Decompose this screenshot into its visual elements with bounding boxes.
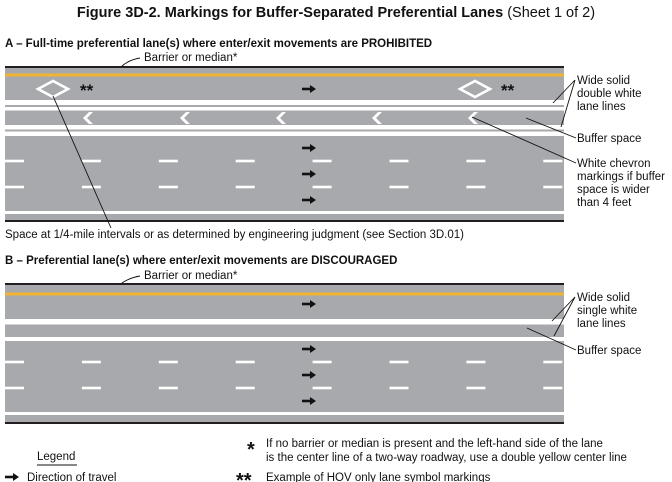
single-white-line-top [5,319,564,325]
lane-dash [5,360,24,364]
lane-dash [81,185,101,189]
figure-title-main: Figure 3D-2. Markings for Buffer-Separat… [77,5,503,21]
lane-dash [158,159,178,163]
hov-double-star-right: ** [501,81,515,100]
legend-heading: Legend [37,451,75,463]
section-a-roadway: ** ** [5,66,564,222]
double-lines-label-3: lane lines [577,101,626,113]
lane-dashes [5,159,563,189]
lane-dash [312,360,332,364]
spacing-leader [52,95,112,229]
lane-dash [235,386,255,390]
lane-dashes [5,360,563,390]
lane-dash [543,386,563,390]
note-star-line-1: If no barrier or median is present and t… [266,438,603,450]
hov-diamond-left [35,79,71,99]
double-white-line-top-2 [5,107,564,111]
lane-dash [389,360,409,364]
single-white-line-bottom [5,337,564,341]
section-a-barrier-label: Barrier or median* [144,52,238,64]
hov-diamond-right [457,79,493,99]
section-b-callouts: Wide solid single white lane lines Buffe… [526,292,641,357]
lane-dash [312,185,332,189]
lane-dash [389,386,409,390]
lane-dash [543,185,563,189]
single-lines-label-2: single white [577,305,637,317]
single-lines-label-1: Wide solid [577,292,630,304]
double-lines-leader [552,79,576,128]
lane-dash [81,159,101,163]
section-b-roadway [5,283,564,424]
lane-dash [235,185,255,189]
lane-dash [543,159,563,163]
chevron-marking [372,112,382,124]
chevron-label-4: than 4 feet [577,197,632,209]
chevron-label-2: markings if buffer [577,171,665,183]
lane-dash [466,159,486,163]
lane-dash [5,386,24,390]
double-white-line-top-1 [5,100,564,105]
lane-dash [158,185,178,189]
lane-dash [235,159,255,163]
section-a-heading: A – Full-time preferential lane(s) where… [5,38,432,50]
lane-dash [312,159,332,163]
section-b-heading: B – Preferential lane(s) where enter/exi… [5,255,397,267]
double-white-line-bottom-1 [5,125,564,130]
hov-double-star-left: ** [80,81,94,100]
lane-dash [466,386,486,390]
lane-dash [81,360,101,364]
buffer-label: Buffer space [577,345,641,357]
buffer-label: Buffer space [577,133,641,145]
chevron-leader [471,116,577,164]
lane-dash [81,386,101,390]
chevron-label-3: space is wider [577,184,650,196]
lane-dash [5,185,24,189]
buffer-leader [526,327,577,351]
lane-dash [389,159,409,163]
lane-dash [5,159,24,163]
section-a-barrier-leader [120,57,141,68]
right-edge-line [5,412,564,415]
chevron-marking [276,112,286,124]
lane-dash [312,386,332,390]
chevron-marking [83,112,93,124]
right-edge-line [5,211,564,214]
double-star-symbol: ** [236,470,252,482]
double-white-line-bottom-2 [5,131,564,136]
buffer-chevrons [83,112,478,124]
note-star-line-2: is the center line of a two-way roadway,… [266,452,627,464]
lane-dash [466,360,486,364]
spacing-note: Space at 1/4-mile intervals or as determ… [5,229,464,241]
lane-dash [235,360,255,364]
note-double-star: Example of HOV only lane symbol markings [266,472,491,482]
figure-title: Figure 3D-2. Markings for Buffer-Separat… [77,5,595,21]
buffer-leader [525,117,577,139]
legend-direction-label: Direction of travel [27,472,116,482]
direction-arrow-icon [5,473,19,481]
chevron-marking [180,112,190,124]
chevron-label-1: White chevron [577,158,651,170]
chevron-marking [468,112,478,124]
legend: Legend Direction of travel * If no barri… [5,438,627,482]
single-lines-leader [551,296,576,337]
section-b-barrier-label: Barrier or median* [144,270,238,282]
lane-dash [389,185,409,189]
section-a-callouts: Wide solid double white lane lines Buffe… [5,75,665,241]
lane-dash [158,386,178,390]
lane-dash [543,360,563,364]
single-lines-label-3: lane lines [577,318,626,330]
star-symbol: * [247,439,255,461]
lane-dash [466,185,486,189]
double-lines-label-1: Wide solid [577,75,630,87]
lane-dash [158,360,178,364]
figure-title-sheet: (Sheet 1 of 2) [503,5,595,21]
double-lines-label-2: double white [577,88,642,100]
